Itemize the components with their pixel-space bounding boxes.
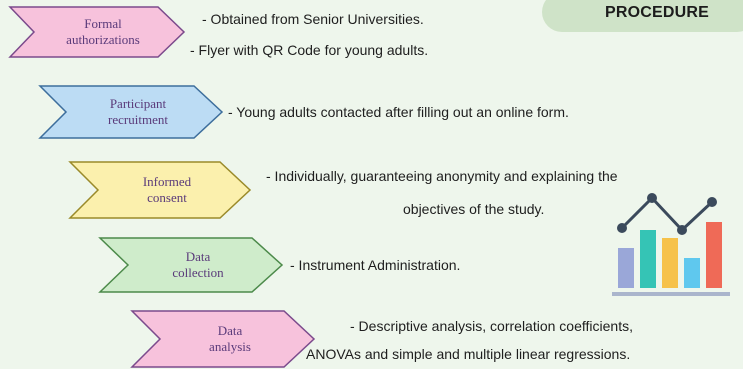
chevron-arrow-shape: [8, 6, 186, 58]
formal-description-1: - Obtained from Senior Universities.: [202, 11, 424, 27]
bar-line-chart-icon: [610, 190, 732, 305]
analysis-description-1: - Descriptive analysis, correlation coef…: [350, 318, 633, 334]
step-informed-consent: Informed consent: [68, 160, 252, 220]
step-participant-recruitment: Participant recruitment: [38, 84, 224, 140]
step-label-line1: Participant: [109, 96, 167, 111]
chevron-arrow-shape: [38, 85, 224, 139]
step-label: Participant recruitment: [38, 84, 224, 140]
collection-description: - Instrument Administration.: [290, 257, 461, 273]
step-formal-authorizations: Formal authorizations: [8, 5, 186, 59]
step-label: Data collection: [98, 236, 284, 294]
step-label-line2: analysis: [209, 339, 251, 354]
formal-description-2: - Flyer with QR Code for young adults.: [190, 42, 429, 58]
step-label-line1: Informed: [142, 174, 192, 189]
procedure-badge: [542, 0, 743, 32]
step-label: Formal authorizations: [8, 5, 186, 59]
analysis-description-2: ANOVAs and simple and multiple linear re…: [306, 346, 631, 362]
step-label-line2: authorizations: [66, 32, 140, 47]
consent-description-2: objectives of the study.: [403, 201, 545, 217]
recruitment-description: - Young adults contacted after filling o…: [228, 104, 569, 120]
procedure-title: PROCEDURE: [605, 4, 710, 21]
step-label: Data analysis: [130, 309, 316, 369]
step-label: Informed consent: [68, 160, 252, 220]
consent-description-1: - Individually, guaranteeing anonymity a…: [266, 168, 618, 184]
chevron-arrow-shape: [68, 161, 252, 219]
step-label-line1: Formal: [84, 16, 122, 31]
step-label-line2: recruitment: [108, 112, 168, 127]
step-label-line1: Data: [217, 323, 243, 338]
step-data-analysis: Data analysis: [130, 309, 316, 369]
step-label-line2: consent: [147, 190, 187, 205]
chevron-arrow-shape: [98, 237, 284, 293]
step-label-line1: Data: [185, 249, 211, 264]
step-data-collection: Data collection: [98, 236, 284, 294]
step-label-line2: collection: [172, 265, 224, 280]
